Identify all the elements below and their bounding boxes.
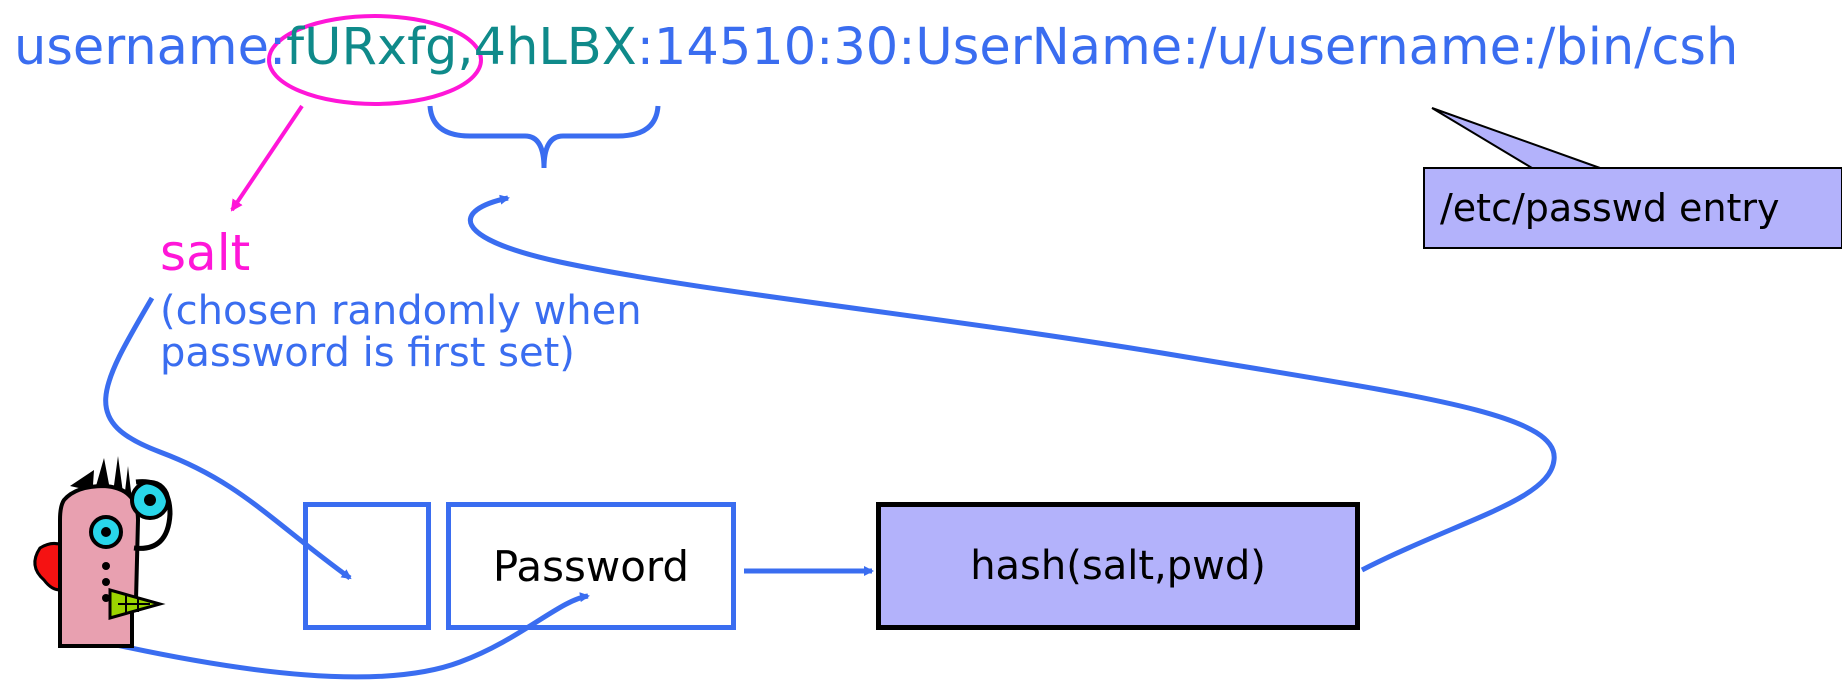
salt-box bbox=[303, 502, 431, 630]
entry-username: username: bbox=[14, 18, 287, 77]
password-box: Password bbox=[446, 502, 736, 630]
entry-hash: ,4hLBX bbox=[457, 18, 637, 77]
callout-label: /etc/passwd entry bbox=[1440, 186, 1780, 230]
entry-salt: fURxfg bbox=[286, 18, 458, 77]
user-to-password-arrow bbox=[111, 592, 590, 680]
entry-rest: :14510:30:UserName:/u/username:/bin/csh bbox=[636, 18, 1739, 77]
password-box-label: Password bbox=[492, 541, 690, 591]
salt-highlight-ellipse bbox=[267, 14, 483, 106]
salt-to-box-arrow bbox=[103, 296, 352, 581]
salt-pointer-arrow bbox=[230, 104, 304, 212]
person-icon bbox=[33, 456, 173, 648]
callout-balloon bbox=[1423, 107, 1842, 249]
hash-to-entry-arrow bbox=[467, 194, 1557, 573]
salt-label: salt bbox=[160, 224, 251, 282]
hash-box: hash(salt,pwd) bbox=[876, 502, 1360, 630]
salt-note-line-2: password is first set) bbox=[160, 330, 575, 376]
hash-brace bbox=[427, 105, 661, 169]
hash-box-label: hash(salt,pwd) bbox=[970, 543, 1266, 589]
passwd-entry-line: username:fURxfg,4hLBX:14510:30:UserName:… bbox=[14, 22, 1738, 73]
salt-note: (chosen randomly when password is first … bbox=[160, 290, 642, 374]
salt-note-line-1: (chosen randomly when bbox=[160, 288, 642, 334]
